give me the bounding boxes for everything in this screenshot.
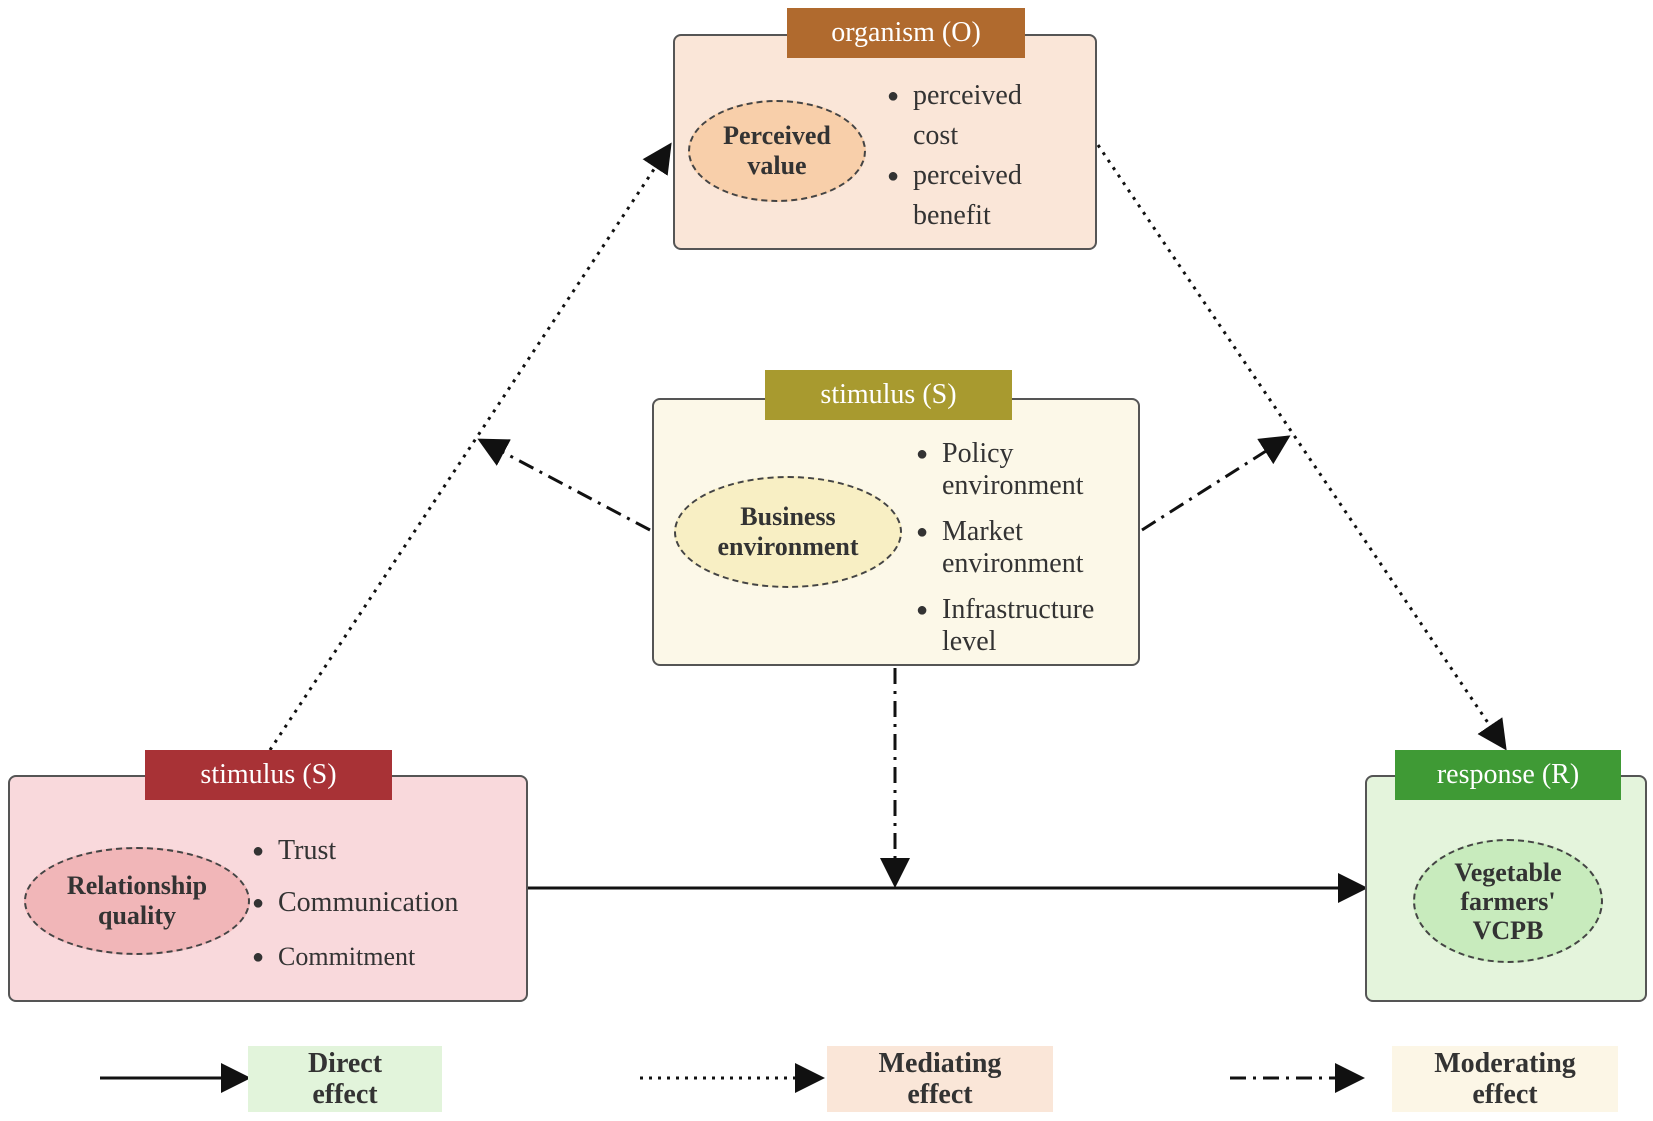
moderating-arrow-left xyxy=(477,438,651,532)
bullet-trust: Trust xyxy=(252,835,522,867)
response-tag: response (R) xyxy=(1395,750,1621,800)
business-environment-tag: stimulus (S) xyxy=(765,370,1012,420)
bullet-policy-environment: Policy environment xyxy=(916,438,1136,502)
legend-mediating-label: Mediating effect xyxy=(827,1046,1053,1112)
vcpb-ellipse: Vegetable farmers' VCPB xyxy=(1413,839,1603,963)
bullet-perceived-cost: perceived cost xyxy=(887,76,1087,156)
bullet-perceived-benefit: perceived benefit xyxy=(887,156,1087,236)
bullet-infrastructure-level-label: Infrastructure level xyxy=(942,594,1095,657)
business-environment-box: Business environment Policy environment … xyxy=(652,398,1140,666)
bullet-market-environment: Market environment xyxy=(916,516,1136,580)
organism-box: Perceived value perceived cost perceived… xyxy=(673,34,1097,250)
bullet-policy-environment-label: Policy environment xyxy=(942,438,1084,501)
business-environment-ellipse: Business environment xyxy=(674,476,902,588)
bullet-perceived-benefit-label: perceived benefit xyxy=(913,160,1022,231)
bullet-market-environment-label: Market environment xyxy=(942,516,1084,579)
perceived-value-ellipse: Perceived value xyxy=(688,100,866,202)
organism-bullet-list: perceived cost perceived benefit xyxy=(887,76,1087,236)
response-box: Vegetable farmers' VCPB xyxy=(1365,775,1647,1002)
moderating-arrow-right xyxy=(1141,435,1291,532)
legend-moderating-label: Moderating effect xyxy=(1392,1046,1618,1112)
bullet-infrastructure-level: Infrastructure level xyxy=(916,594,1136,658)
bullet-commitment: Commitment xyxy=(252,941,522,973)
bullet-perceived-cost-label: perceived cost xyxy=(913,80,1022,151)
bullet-commitment-label: Commitment xyxy=(278,942,416,971)
organism-tag: organism (O) xyxy=(787,8,1025,58)
relationship-quality-tag: stimulus (S) xyxy=(145,750,392,800)
bullet-communication: Communication xyxy=(252,887,522,919)
bullet-trust-label: Trust xyxy=(278,835,337,866)
legend-direct-label: Direct effect xyxy=(248,1046,442,1112)
business-environment-bullet-list: Policy environment Market environment In… xyxy=(916,438,1136,658)
mediating-path-to-response xyxy=(1096,144,1507,751)
relationship-quality-ellipse: Relationship quality xyxy=(24,847,250,955)
mediating-path-to-organism xyxy=(268,142,672,751)
relationship-quality-box: Relationship quality Trust Communication… xyxy=(8,775,528,1002)
bullet-communication-label: Communication xyxy=(278,887,459,918)
relationship-quality-bullet-list: Trust Communication Commitment xyxy=(252,835,522,973)
